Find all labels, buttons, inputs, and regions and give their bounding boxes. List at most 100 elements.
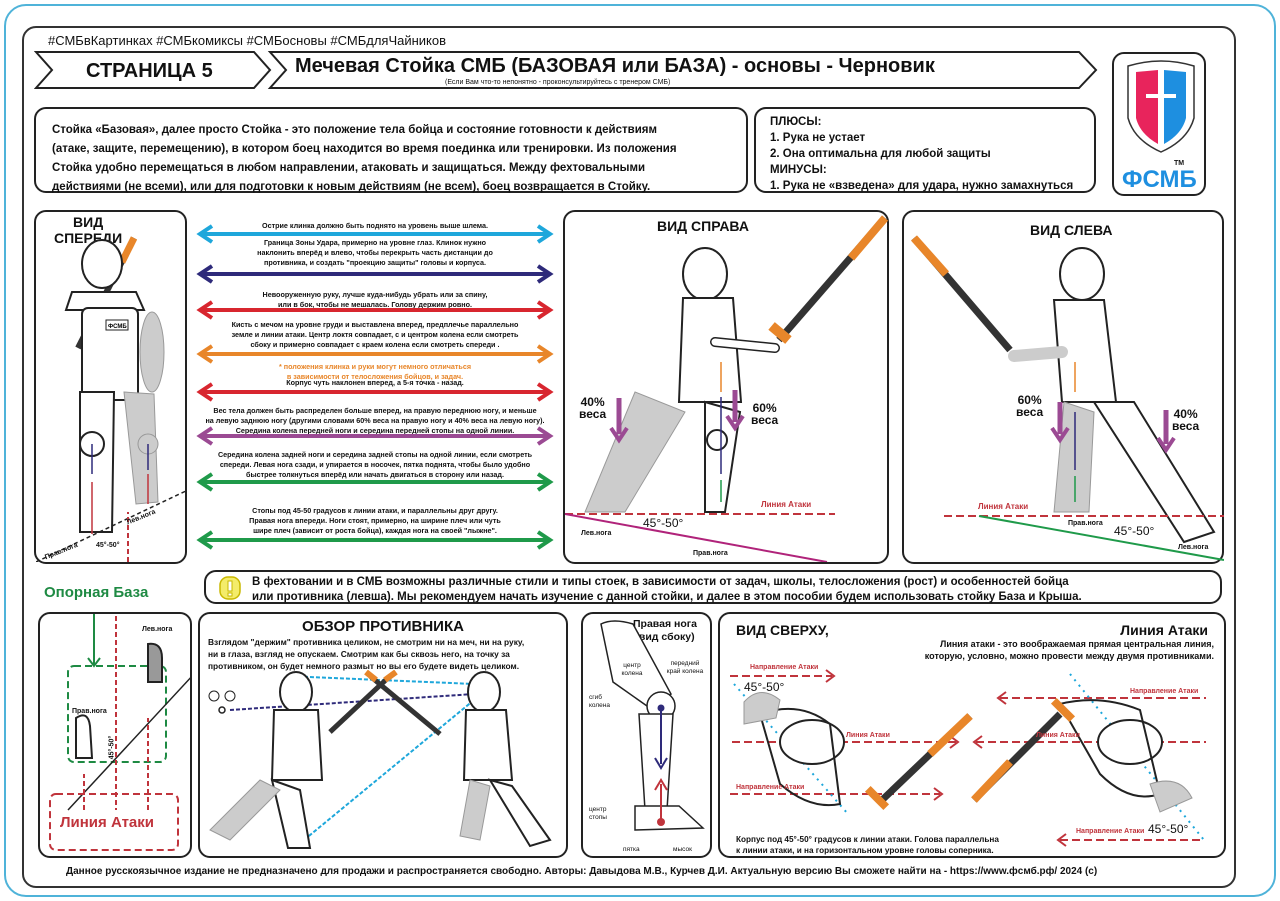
- top-direction-label-3: Направление Атаки: [736, 784, 805, 791]
- leg-side-view-panel: Правая нога (вид сбоку) центр колена пер…: [581, 612, 712, 858]
- front-leg: [1053, 401, 1095, 513]
- heel-label: пятка: [623, 846, 640, 853]
- back-leg: [1092, 401, 1216, 544]
- guide-row: Вес тела должен быть распределен больше …: [196, 406, 554, 436]
- sword-tip: [118, 236, 138, 264]
- torso-armor: [677, 297, 743, 403]
- helmet: [1059, 247, 1105, 301]
- top-view-caption-2: к линии атаки, и на горизонтальном уровн…: [736, 846, 994, 855]
- top-direction-label-2: Направление Атаки: [1130, 688, 1199, 695]
- guide-text: Невооруженную руку, лучше куда-нибудь уб…: [262, 290, 488, 299]
- knee-center-label: центр колена: [621, 662, 643, 677]
- review-line: ни в глаза, взгляд не опускаем. Смотрим …: [208, 649, 510, 659]
- right-right-leg-label: Прав.нога: [693, 550, 728, 557]
- top-view-title: ВИД СВЕРХУ,: [736, 622, 829, 638]
- front-view-panel: ВИД СПЕРЕДИ ФСМБ Лев.нога Прав.нога 45°-…: [34, 210, 187, 564]
- right-left-leg-label: Лев.нога: [581, 530, 612, 537]
- top-view-diagram: [730, 669, 1206, 847]
- notice-line-2: или противника (левша). Мы рекомендуем н…: [252, 591, 1082, 603]
- helmet: [81, 239, 123, 289]
- knee-bend-label: сгиб колена: [589, 694, 611, 709]
- guide-note-text: в зависимости от телосложения бойцов, и …: [286, 372, 464, 381]
- toe-label: мысок: [673, 846, 692, 853]
- right-weight-back: 40%веса: [579, 396, 606, 420]
- guide-text: шире плеч (зависит от роста бойца), кажд…: [253, 526, 497, 535]
- guide-row: Острие клинка должно быть поднято на уро…: [196, 221, 554, 231]
- right-weight-front-label: веса: [751, 413, 779, 427]
- top-attack-line-label-1: Линия Атаки: [846, 732, 890, 739]
- leg-title: Правая нога (вид сбоку): [633, 618, 697, 644]
- left-arm: [139, 311, 165, 393]
- right-fighter-figure: [565, 215, 889, 562]
- notice-box: В фехтовании и в СМБ возможны различные …: [204, 570, 1222, 604]
- leg-diagram: [600, 620, 705, 831]
- base-title: Опорная База: [44, 584, 149, 601]
- guide-note: * положения клинка и руки могут немного …: [196, 362, 554, 382]
- back-leg: [584, 391, 686, 513]
- stance-line: [36, 490, 186, 562]
- title-bar-shape: [267, 51, 1098, 89]
- left-view-panel: ВИД СЛЕВА 60%веса 40%веса Линия Атаки Пр…: [902, 210, 1224, 564]
- left-weight-front-label: веса: [1016, 405, 1044, 419]
- right-attack-line-label: Линия Атаки: [761, 500, 812, 509]
- right-weight-front: 60%веса: [751, 402, 778, 426]
- hashtags: #СМБвКартинках #СМБкомиксы #СМБосновы #С…: [48, 33, 447, 48]
- guide-row: Граница Зоны Удара, примерно на уровне г…: [196, 238, 554, 268]
- top-direction-label-1: Направление Атаки: [750, 664, 819, 671]
- top-view-desc-1: Линия атаки - это воображаемая прямая це…: [940, 639, 1214, 649]
- left-attack-line-label: Линия Атаки: [978, 502, 1029, 511]
- warning-icon: [219, 576, 241, 600]
- pros-title: ПЛЮСЫ:: [770, 116, 822, 128]
- pro-item: 2. Она оптимальна для любой защиты: [770, 148, 991, 160]
- trademark: TM: [1174, 160, 1185, 167]
- page-tag-shape: [34, 51, 272, 89]
- page-label: СТРАНИЦА 5: [86, 60, 213, 82]
- top-view-caption: Корпус под 45°-50° градусов к линии атак…: [736, 834, 999, 856]
- angle-line: [67, 677, 190, 811]
- pro-item: 1. Рука не устает: [770, 132, 866, 144]
- fighter-right-head: [1097, 719, 1163, 765]
- guide-double-arrow: [196, 224, 554, 244]
- left-view-title: ВИД СЛЕВА: [1030, 222, 1113, 238]
- foot-center-label: центр стопы: [589, 806, 607, 821]
- review-title: ОБЗОР ПРОТИВНИКА: [302, 618, 464, 635]
- intro-line: (атаке, защите, перемещению), в котором …: [52, 143, 677, 155]
- eyes-icon: [218, 706, 226, 714]
- guide-row: Невооруженную руку, лучше куда-нибудь уб…: [196, 290, 554, 310]
- intro-box: Стойка «Базовая», далее просто Стойка - …: [34, 107, 748, 193]
- guide-row: Стопы под 45-50 градусов к линии атаки, …: [196, 506, 554, 536]
- foot-angle-line: [978, 515, 1224, 561]
- footer-text: Данное русскоязычное издание не предназн…: [66, 866, 1098, 877]
- guide-double-arrow: [196, 300, 554, 320]
- guide-text: Стопы под 45-50 градусов к линии атаки, …: [252, 506, 498, 515]
- guide-text: Середина колена задней ноги и середина з…: [217, 450, 533, 459]
- cons-title: МИНУСЫ:: [770, 164, 827, 176]
- content-frame: [22, 26, 1236, 888]
- top-direction-label-4: Направление Атаки: [1076, 828, 1145, 835]
- knee-front-label: передний край колена: [666, 660, 704, 675]
- guide-text: Острие клинка должно быть поднято на уро…: [262, 221, 488, 230]
- fsmb-logo: TM ФСМБ: [1112, 52, 1206, 196]
- guide-text: Правая нога впереди. Ноги стоят, примерн…: [249, 516, 501, 525]
- armor-badge: ФСМБ: [108, 324, 127, 330]
- guide-text: быстрее толкнуться вперёд или начать дви…: [246, 470, 504, 479]
- top-view-desc-2: которую, условно, можно провести между д…: [924, 651, 1214, 661]
- intro-line: Стойка «Базовая», далее просто Стойка - …: [52, 124, 658, 136]
- header-arrows: [34, 51, 1098, 89]
- guide-text: Корпус чуть наклонен вперед, а 5-я точка…: [286, 378, 464, 387]
- right-view-panel: ВИД СПРАВА 40%веса 60%веса Линия Атаки 4…: [563, 210, 889, 564]
- opponent-review-panel: ОБЗОР ПРОТИВНИКА Взглядом "держим" проти…: [198, 612, 568, 858]
- base-panel: Лев.нога Прав.нога 45°-50° Линия Атаки: [38, 612, 192, 858]
- front-angle-label: 45°-50°: [96, 542, 120, 549]
- page-subtitle: (Если Вам что-то непонятно - проконсульт…: [445, 79, 671, 86]
- left-weight-back-label: веса: [1172, 419, 1200, 433]
- front-view-title-1: ВИД: [73, 214, 104, 230]
- guide-text: на левую заднюю ногу (другими словами 60…: [205, 416, 545, 425]
- top-angle-label-2: 45°-50°: [1148, 822, 1189, 836]
- right-weight-back-percent: 40%: [580, 395, 605, 409]
- top-view-caption-1: Корпус под 45°-50° градусов к линии атак…: [736, 835, 999, 844]
- top-view-description: Линия атаки - это воображаемая прямая це…: [925, 638, 1214, 662]
- guide-text: Кисть с мечом на уровне груди и выставле…: [231, 320, 519, 329]
- guide-double-arrow: [196, 382, 554, 402]
- guide-text: земле и линии атаки. Центр локтя совпада…: [231, 330, 519, 339]
